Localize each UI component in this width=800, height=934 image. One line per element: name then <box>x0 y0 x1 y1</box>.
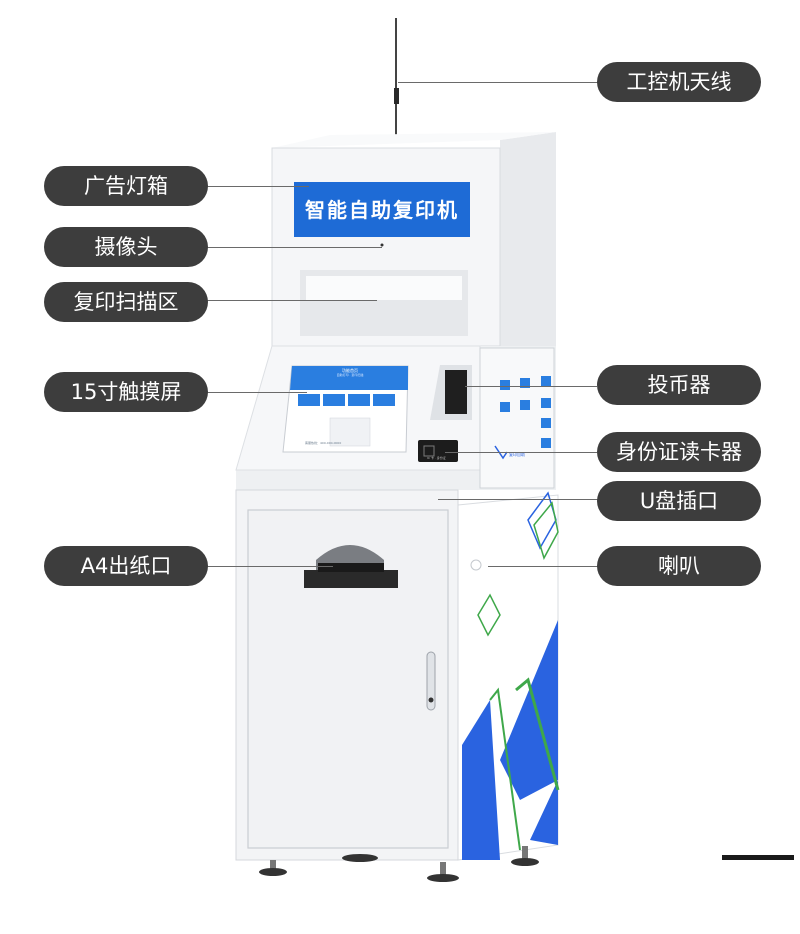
panel-icon-2 <box>520 378 530 388</box>
door-handle <box>426 651 436 711</box>
panel-icon-7 <box>541 418 551 428</box>
panel-icon-6 <box>541 398 551 408</box>
panel-icon-4 <box>500 402 510 412</box>
deco-green-stripe-2 <box>489 687 521 851</box>
deco-diamond-green-2 <box>477 593 501 637</box>
antenna-joint <box>394 88 399 104</box>
panel-icon-8 <box>541 438 551 448</box>
leader-touch-screen <box>207 392 307 393</box>
deco-blue-block-3 <box>530 780 558 845</box>
label-lightbox: 广告灯箱 <box>44 166 208 206</box>
screen-tile-2 <box>323 394 345 406</box>
speaker <box>470 559 482 571</box>
foot-3 <box>427 874 459 882</box>
screen-footer: 客服热线：400-000-0000 <box>305 441 342 445</box>
screen-tile-4 <box>373 394 395 406</box>
camera-lens <box>380 243 384 247</box>
screen-qr-box <box>329 417 371 447</box>
panel-icon-1 <box>500 380 510 390</box>
side-panel <box>479 347 555 489</box>
label-antenna: 工控机天线 <box>597 62 761 102</box>
foot-stem-1 <box>270 860 276 870</box>
label-output-slot: A4出纸口 <box>44 546 208 586</box>
label-coin-acceptor: 投币器 <box>597 365 761 405</box>
screen-tile-1 <box>298 394 320 406</box>
panel-logo-icon <box>494 445 508 460</box>
foot-stem-3 <box>440 862 446 876</box>
output-tray <box>318 563 384 572</box>
label-camera: 摄像头 <box>44 227 208 267</box>
leader-camera <box>207 247 382 248</box>
foot-2 <box>342 854 378 862</box>
label-touch-screen: 15寸触摸屏 <box>44 372 208 412</box>
screen-subtitle: 自助打印 · 复印扫描 <box>336 373 364 377</box>
door-lock <box>428 697 434 703</box>
scan-area-light <box>306 276 462 300</box>
leader-lightbox <box>207 186 309 187</box>
leader-id-reader <box>445 452 597 453</box>
deco-diamond-green-1 <box>533 501 559 560</box>
card-reader-text: IC 卡 · 身份证 <box>427 456 446 460</box>
panel-icon-3 <box>541 376 551 386</box>
foot-4 <box>511 858 539 866</box>
screen-title: 功能首页 <box>342 368 358 373</box>
label-usb-port: U盘插口 <box>597 481 761 521</box>
ad-lightbox <box>294 182 470 237</box>
label-scan-area: 复印扫描区 <box>44 282 208 322</box>
label-speaker: 喇叭 <box>597 546 761 586</box>
paper-output-slot <box>304 570 398 588</box>
deco-blue-block-1 <box>500 620 558 800</box>
side-panel-brand: 复印自助 <box>509 452 525 457</box>
upper-box-top <box>272 132 556 148</box>
deco-blue-block-2 <box>462 700 500 860</box>
card-reader-symbol <box>423 445 435 457</box>
lightbox-sign-text: 智能自助复印机 <box>305 198 459 222</box>
leader-usb <box>438 499 598 500</box>
coin-acceptor <box>445 370 467 414</box>
leader-coin <box>465 386 597 387</box>
foot-1 <box>259 868 287 876</box>
upper-box-side <box>500 132 556 346</box>
screen-tile-3 <box>348 394 370 406</box>
deco-green-stripe-1 <box>515 677 560 791</box>
label-id-reader: 身份证读卡器 <box>597 432 761 472</box>
foot-stem-4 <box>522 846 528 860</box>
panel-icon-5 <box>520 400 530 410</box>
leader-antenna <box>398 82 598 83</box>
screen-header <box>290 366 408 390</box>
leader-scan-area <box>207 300 377 301</box>
leader-output-slot <box>207 566 333 567</box>
leader-speaker <box>488 566 598 567</box>
decorative-bar <box>722 855 794 860</box>
